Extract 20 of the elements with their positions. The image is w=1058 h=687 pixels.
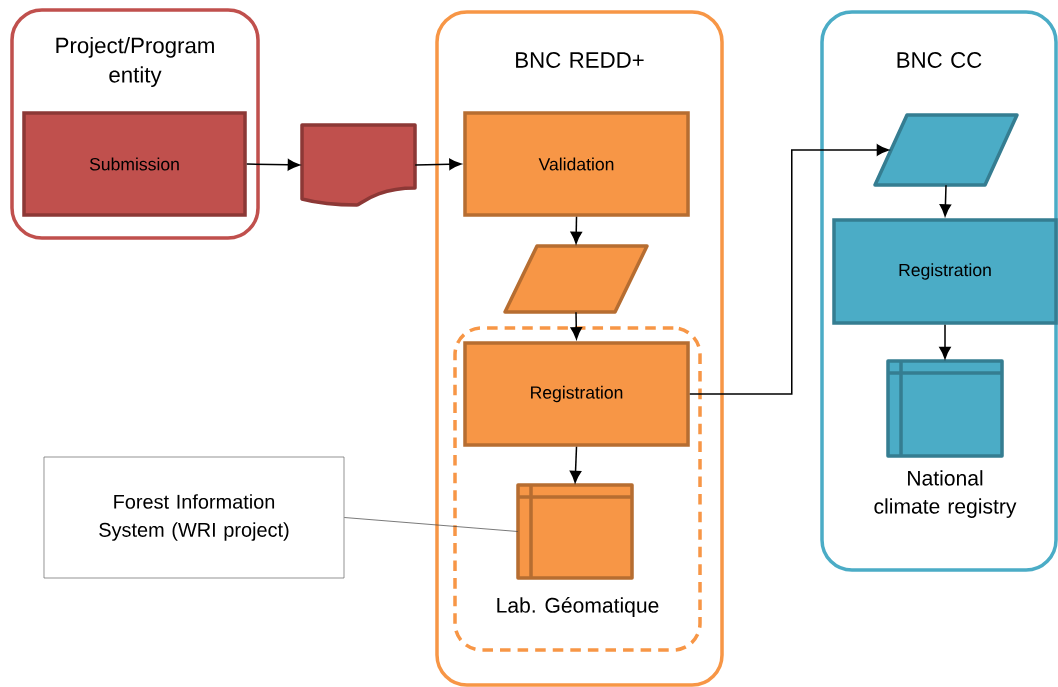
process-box: Registration bbox=[832, 218, 1058, 325]
parallelogram-shape bbox=[503, 244, 649, 314]
process-box: Validation bbox=[463, 111, 690, 217]
arrow bbox=[939, 184, 952, 217]
arrow bbox=[570, 311, 582, 340]
arrow bbox=[689, 144, 889, 395]
process-box: Registration bbox=[463, 341, 690, 447]
node-label: National climate registry bbox=[874, 470, 1017, 518]
arrow bbox=[569, 446, 582, 483]
arrow bbox=[939, 324, 951, 359]
database-symbol bbox=[516, 483, 634, 580]
arrow bbox=[570, 216, 582, 244]
process-box: Submission bbox=[22, 111, 247, 217]
arrow bbox=[414, 158, 462, 170]
leader-line bbox=[344, 517, 519, 532]
database-symbol bbox=[886, 359, 1004, 458]
arrow bbox=[246, 159, 300, 171]
parallelogram-shape bbox=[873, 113, 1019, 187]
note-box: Forest Information System (WRI project) bbox=[43, 456, 345, 579]
document-shape bbox=[300, 123, 417, 207]
